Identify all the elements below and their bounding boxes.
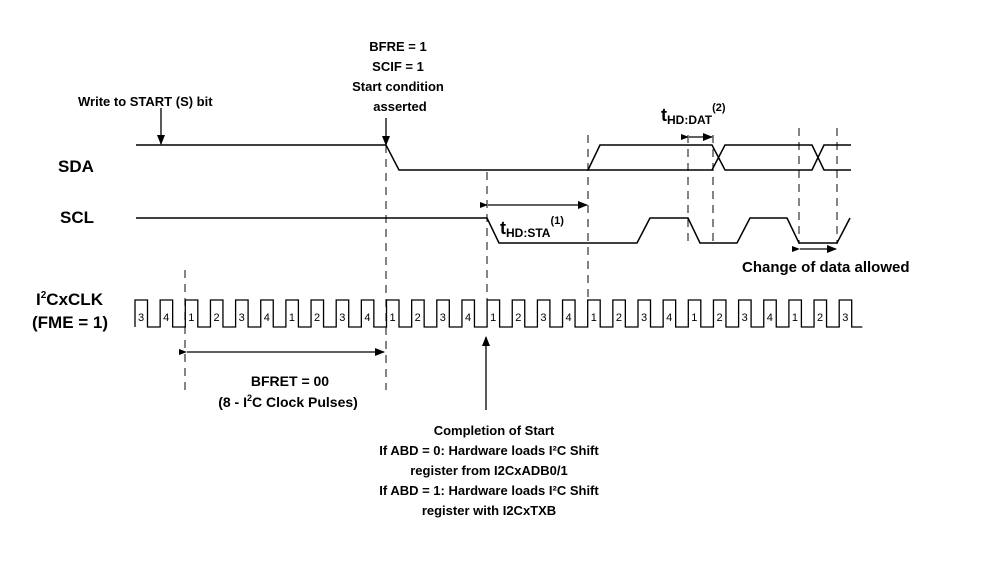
clock-pulse-label: 1 <box>691 312 697 324</box>
clock-pulse-label: 4 <box>264 312 270 324</box>
completion-line-5: register with I2CxTXB <box>422 503 556 518</box>
bfre-annotation: BFRE = 1 SCIF = 1 Start condition assert… <box>352 39 444 114</box>
clock-pulse-label: 3 <box>842 312 848 324</box>
clock-pulse-label: 3 <box>138 312 144 324</box>
clock-pulse-label: 2 <box>415 312 421 324</box>
clock-pulse-label: 3 <box>239 312 245 324</box>
bfre-line-4: asserted <box>373 99 427 114</box>
completion-annotation: Completion of Start If ABD = 0: Hardware… <box>379 423 599 518</box>
thdsta-label: tHD:STA(1) <box>500 215 564 240</box>
clock-pulse-label: 4 <box>566 312 572 324</box>
clock-pulse-label: 1 <box>289 312 295 324</box>
write-start-annotation: Write to START (S) bit <box>78 94 213 109</box>
clock-pulse-label: 1 <box>591 312 597 324</box>
clock-pulse-label: 4 <box>465 312 471 324</box>
sda-upper <box>587 144 851 171</box>
clock-pulse-label: 4 <box>364 312 370 324</box>
sda-lower <box>588 144 851 171</box>
scl-label: SCL <box>60 208 94 227</box>
change-data-label: Change of data allowed <box>742 259 910 276</box>
clock-pulse-label: 4 <box>163 312 169 324</box>
bfre-line-3: Start condition <box>352 79 444 94</box>
clock-pulse-label: 1 <box>390 312 396 324</box>
scl-waveform <box>136 217 851 244</box>
bfre-line-1: BFRE = 1 <box>369 39 426 54</box>
clock-pulse-label: 3 <box>540 312 546 324</box>
clock-pulse-label: 1 <box>188 312 194 324</box>
i2cxclk-waveform: 3 4 1 2 3 4 1 2 3 4 1 2 3 4 1 2 3 4 1 2 3 4 1 2 3 4 1 2 3 <box>134 299 863 328</box>
completion-line-3: register from I2CxADB0/1 <box>410 463 568 478</box>
clock-pulse-label: 2 <box>817 312 823 324</box>
i2cxclk-label: I2CxCLK <box>36 290 104 309</box>
clock-pulse-label: 4 <box>666 312 672 324</box>
thddat-label: tHD:DAT(2) <box>661 102 726 127</box>
reference-dashes <box>184 128 838 390</box>
clock-pulse-label: 2 <box>213 312 219 324</box>
sda-label: SDA <box>58 157 94 176</box>
clock-pulse-label: 2 <box>314 312 320 324</box>
clock-pulse-label: 1 <box>490 312 496 324</box>
fme-label: (FME = 1) <box>32 313 108 332</box>
clock-pulse-label: 2 <box>515 312 521 324</box>
clock-pulse-label: 3 <box>742 312 748 324</box>
clock-pulse-label: 3 <box>339 312 345 324</box>
clock-pulse-label: 4 <box>767 312 773 324</box>
completion-line-2: If ABD = 0: Hardware loads I²C Shift <box>379 443 599 458</box>
completion-line-4: If ABD = 1: Hardware loads I²C Shift <box>379 483 599 498</box>
sda-waveform <box>136 144 851 171</box>
sda-start-fall <box>136 144 588 171</box>
bfret-label-line-2: (8 - I2C Clock Pulses) <box>218 393 358 410</box>
clock-pulse-label: 3 <box>641 312 647 324</box>
bfret-label-line-1: BFRET = 00 <box>251 373 329 389</box>
completion-line-1: Completion of Start <box>434 423 555 438</box>
clock-square-wave <box>134 299 863 328</box>
clock-pulse-label: 1 <box>792 312 798 324</box>
bfre-line-2: SCIF = 1 <box>372 59 424 74</box>
clock-pulse-label: 3 <box>440 312 446 324</box>
clock-pulse-label: 2 <box>716 312 722 324</box>
clock-pulse-label: 2 <box>616 312 622 324</box>
